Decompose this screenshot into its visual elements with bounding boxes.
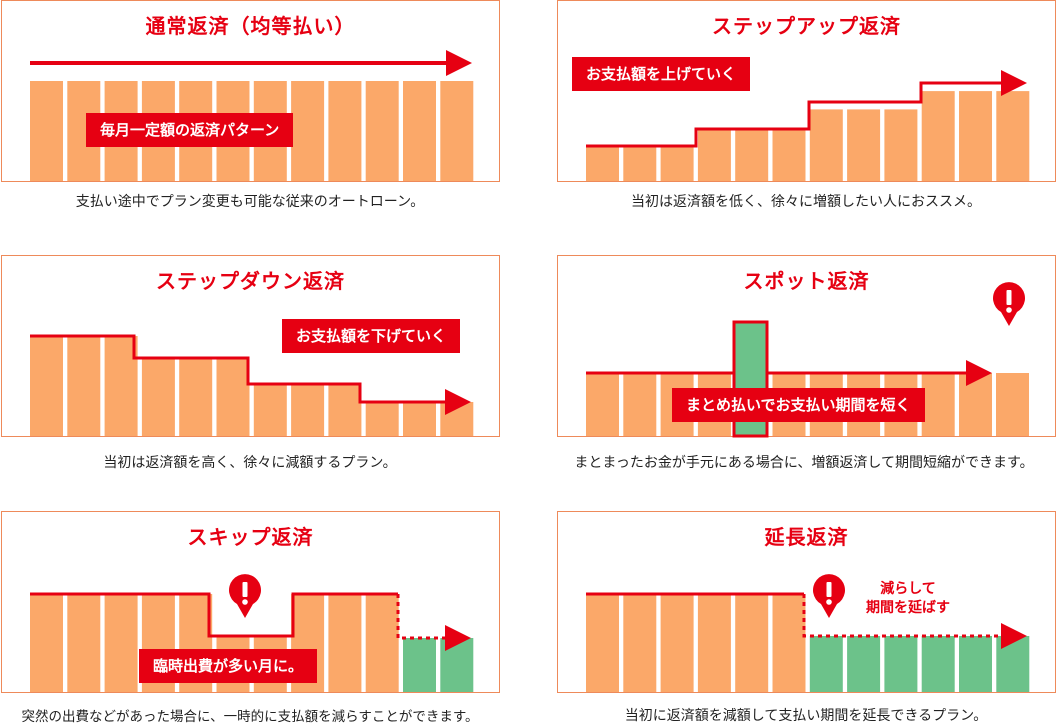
payment-bar (30, 594, 63, 692)
pattern-label: まとめ払いでお支払い期間を短く (672, 388, 925, 422)
panel-skip: スキップ返済 臨時出費が多い月に。 (1, 511, 500, 693)
panel-stepup: ステップアップ返済 お支払額を上げていく (557, 0, 1056, 182)
payment-bar (30, 336, 63, 436)
arrow-head (1001, 70, 1027, 96)
payment-bar (67, 594, 101, 692)
payment-bar (959, 373, 992, 436)
payment-bar (735, 594, 769, 692)
panel-caption: まとまったお金が手元にある場合に、増額返済して期間短縮ができます。 (574, 455, 1034, 471)
payment-bar (104, 594, 138, 692)
panel-caption: 突然の出費などがあった場合に、一時的に支払額を減らすことができます。 (21, 709, 479, 725)
payment-bar (403, 81, 436, 181)
payment-bar (660, 594, 694, 692)
exclamation-pin-icon (813, 574, 845, 618)
panel-title: ステップダウン返済 (156, 269, 345, 293)
payment-bar (403, 638, 436, 692)
payment-bar (809, 109, 843, 181)
payment-bar (623, 146, 657, 181)
payment-bar (104, 336, 138, 436)
payment-bar (179, 358, 213, 436)
payment-bar (772, 594, 806, 692)
payment-bar (921, 373, 955, 436)
exclamation-pin-icon (993, 282, 1025, 326)
payment-bar (586, 373, 619, 436)
panel-title: 通常返済（均等払い） (145, 14, 356, 38)
payment-bar (735, 127, 769, 181)
payment-bar (365, 81, 399, 181)
payment-bar (328, 384, 362, 436)
pattern-label: 臨時出費が多い月に。 (139, 649, 318, 683)
payment-bar (697, 594, 731, 692)
payment-bar (291, 81, 325, 181)
panel-caption: 支払い途中でプラン変更も可能な従来のオートローン。 (75, 194, 425, 210)
panel-title: スポット返済 (743, 269, 870, 293)
panel-title: ステップアップ返済 (712, 14, 901, 38)
payment-bar (809, 636, 843, 692)
pattern-label-line-2: 期間を延ばす (866, 600, 950, 616)
payment-step-line-dashed (802, 594, 1003, 638)
payment-bar (216, 358, 250, 436)
payment-bar (884, 636, 918, 692)
arrow-head (446, 50, 472, 76)
arrow-head (966, 360, 992, 386)
payment-bar (403, 402, 436, 436)
payment-bar-shortened-end (996, 373, 1029, 436)
payment-bar (67, 336, 101, 436)
payment-bar (996, 91, 1030, 181)
payment-bar (847, 109, 881, 181)
payment-bar (623, 594, 657, 692)
payment-step-line (586, 81, 1003, 148)
payment-step-line (30, 334, 447, 404)
panel-spot: スポット返済 まとめ払いでお支払い期間を短く (557, 255, 1056, 438)
payment-bar (959, 636, 992, 692)
payment-bar (30, 81, 63, 181)
payment-bar (623, 373, 657, 436)
arrow-head (445, 625, 471, 651)
payment-bar (328, 594, 362, 692)
chart-stepup (586, 70, 1030, 181)
payment-bar (328, 81, 362, 181)
arrow-head (445, 389, 471, 415)
payment-step-line-dashed (396, 594, 447, 640)
payment-bar (365, 594, 399, 692)
panel-title: スキップ返済 (187, 525, 314, 549)
payment-bar (586, 146, 619, 181)
panel-caption: 当初は返済額を低く、徐々に増額したい人におススメ。 (631, 194, 981, 210)
pattern-label: お支払額を上げていく (572, 57, 751, 91)
pattern-label-line-1: 減らして (880, 581, 936, 597)
payment-bar (141, 358, 175, 436)
payment-bar (291, 384, 325, 436)
pattern-label: お支払額を下げていく (282, 319, 461, 353)
pattern-label: 減らして 期間を延ばす (848, 580, 968, 618)
panel-stepdown: ステップダウン返済 お支払額を下げていく (1, 255, 500, 437)
payment-bar (440, 81, 474, 181)
payment-bar (772, 127, 806, 181)
payment-step-line (30, 592, 398, 638)
chart-extend (586, 592, 1030, 692)
chart-stepdown (30, 334, 474, 436)
payment-bar (847, 636, 881, 692)
payment-bar (660, 146, 694, 181)
payment-bar (921, 91, 955, 181)
payment-bar (921, 636, 955, 692)
panel-caption: 当初は返済額を高く、徐々に減額するプラン。 (103, 455, 397, 471)
arrow-head (1001, 623, 1027, 649)
panel-title: 延長返済 (764, 525, 849, 549)
exclamation-pin-icon (229, 574, 261, 618)
payment-bar (586, 594, 619, 692)
pattern-label: 毎月一定額の返済パターン (86, 113, 294, 147)
panel-extend: 延長返済 減らして 期間を延ばす (557, 511, 1056, 693)
panel-caption: 当初に返済額を減額して支払い期間を延長できるプラン。 (624, 708, 988, 724)
payment-bar (365, 402, 399, 436)
payment-bar (959, 91, 992, 181)
payment-bar (884, 109, 918, 181)
panel-regular: 通常返済（均等払い） 毎月一定額の返済パターン (1, 0, 500, 182)
payment-bar (253, 384, 287, 436)
payment-bar (697, 127, 731, 181)
